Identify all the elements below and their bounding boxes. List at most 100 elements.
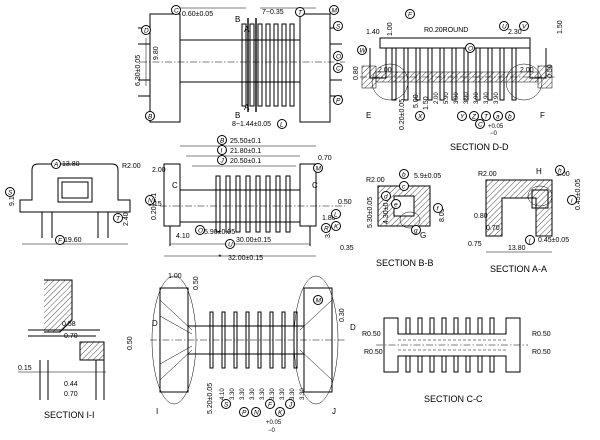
bb-bubble-g: g xyxy=(414,228,418,235)
dd-dim-tol-minus: −0 xyxy=(490,131,498,137)
main-dim-1.15: 1.15 xyxy=(148,201,162,208)
dd-bubble-b: b xyxy=(508,114,512,121)
aa-bubble-h: h xyxy=(558,168,562,175)
dd-dim-2.30: 2.30 xyxy=(508,29,522,36)
main-bubble-j: J xyxy=(220,158,225,165)
cc-dim-r0.50-3: R0.50 xyxy=(532,331,551,338)
bottom-cut-letter-d2: D xyxy=(350,323,356,332)
dd-dim-2.00-right: 2.00 xyxy=(520,67,534,74)
bottom-bubble-s: S xyxy=(224,402,229,409)
main-cut-letter-c2: C xyxy=(312,181,318,190)
main-dim-21.80: 21.80±0.1 xyxy=(230,148,261,155)
dd-bubble-z: Z xyxy=(471,114,477,121)
main-dim-20.50: 20.50±0.1 xyxy=(230,158,261,165)
bottom-dim-tol-minus: −0 xyxy=(268,428,276,434)
cc-top-teeth xyxy=(405,317,495,335)
dd-bubble-x: X xyxy=(417,114,423,121)
cc-bottom-teeth xyxy=(405,355,495,373)
bottom-bubble-j: J xyxy=(288,402,293,409)
svg-text:3.90: 3.90 xyxy=(454,92,460,104)
ii-dim-0.50: 0.50 xyxy=(127,336,134,350)
main-dim-25.50: 25.50±0.1 xyxy=(230,138,261,145)
front-bubble-f: F xyxy=(58,238,63,245)
bb-dim-r2: R2.00 xyxy=(366,177,385,184)
svg-text:3.30: 3.30 xyxy=(280,388,286,400)
top-bubble-l: L xyxy=(280,122,284,129)
top-dim-left-a: 9.80 xyxy=(153,46,160,60)
bottom-dim-0.30: 0.30 xyxy=(339,308,346,322)
top-dim-bottom: 8−1.44±0.05 xyxy=(232,121,271,128)
top-bubble-c1: C xyxy=(174,8,179,15)
aa-dim-r2: R2.00 xyxy=(478,171,497,178)
section-bb: R2.00 5.9±0.05 4.30±0.05 5.30±0.05 8.05 … xyxy=(366,169,446,268)
top-dim-top-left: 0.60±0.05 xyxy=(182,11,213,18)
top-bubble-s: S xyxy=(336,24,341,31)
front-dim-13.80: 13.80 xyxy=(62,161,80,168)
bottom-fins xyxy=(209,311,298,369)
dd-dim-0.50: 0.50 xyxy=(547,64,554,78)
dd-bubble-u: U xyxy=(502,24,507,31)
section-ii: 0.58 0.70 0.44 0.70 0.15 0.50 SECTION I-… xyxy=(18,279,134,420)
main-bubble-i: I xyxy=(221,148,223,155)
aa-dim-0.45-right: 0.45±0.05 xyxy=(575,179,582,210)
main-dim-5.90: 5.90±0.05 xyxy=(204,229,235,236)
bottom-dim-0.50: 0.50 xyxy=(193,276,200,290)
top-view: B A A B 0.60±0.05 7−0.35 9.80 6.30±0.05 … xyxy=(135,5,345,129)
bottom-bubble-k: K xyxy=(278,410,283,417)
main-dim-0.20: 0.20±0.1 xyxy=(151,193,158,220)
svg-text:3.90: 3.90 xyxy=(494,92,500,104)
top-cut-letter-a2: A xyxy=(244,103,250,112)
bottom-bubble-f: F xyxy=(268,402,273,409)
main-bubble-star: * xyxy=(218,253,222,262)
top-dim-top-right: 7−0.35 xyxy=(262,9,284,16)
top-bubble-t: T xyxy=(298,10,303,17)
dd-bubble-w: W xyxy=(360,48,367,55)
svg-text:3.30: 3.30 xyxy=(230,388,236,400)
section-ii-caption: SECTION I-I xyxy=(44,410,95,420)
aa-dim-13.80: 13.80 xyxy=(508,245,526,252)
bb-dim-4.30: 4.30±0.05 xyxy=(383,193,390,224)
top-cut-letter-b2: B xyxy=(235,111,240,120)
dd-dim-r0.20: R0.20ROUND xyxy=(424,27,468,34)
bb-dim-5.9: 5.9±0.05 xyxy=(414,173,441,180)
front-dim-9.10: 9.10 xyxy=(9,192,16,206)
top-cut-letter-a1: A xyxy=(244,25,250,34)
dd-dim-0.80: 0.80 xyxy=(353,66,360,80)
top-bubble-o: O xyxy=(336,54,341,61)
aa-dim-1.00: 1.00 xyxy=(556,171,570,178)
main-bubble-m: M xyxy=(316,166,322,173)
bottom-dim-1.00: 1.00 xyxy=(168,273,182,280)
dd-dim-1.00: 1.00 xyxy=(387,22,394,36)
dd-dim-tol-plus: +0.05 xyxy=(488,124,504,130)
main-dim-32.00: 32.00±0.15 xyxy=(228,255,263,262)
bottom-view: D D I J 1.00 0.50 0.30 5.20±0.05 +0.05 −… xyxy=(150,273,356,434)
main-fins xyxy=(215,175,291,233)
top-bubble-m: M xyxy=(332,8,338,15)
bb-bubble-f: f xyxy=(437,206,440,213)
dd-dim-2.00-left: 2.00 xyxy=(378,67,392,74)
top-bubble-p: P xyxy=(336,98,341,105)
bottom-cut-letter-d1: D xyxy=(152,319,158,328)
bb-bubble-d: d xyxy=(384,194,388,201)
bottom-cut-letter-i: I xyxy=(156,407,158,416)
bb-dim-5.30: 5.30±0.05 xyxy=(367,197,374,228)
main-dim-0.50: 0.50 xyxy=(338,199,352,206)
aa-bubble-i: i xyxy=(571,198,573,205)
dd-dim-0.20: 0.20±0.05 xyxy=(399,99,406,130)
main-dim-0.70: 0.70 xyxy=(318,155,332,162)
bb-dim-8.05: 8.05 xyxy=(439,208,446,222)
section-dd: 1.40 1.00 R0.20ROUND 2.30 1.50 0.80 2.00… xyxy=(353,9,564,152)
main-dim-30.00: 30.00±0.15 xyxy=(236,237,271,244)
aa-dim-0.70: 0.70 xyxy=(486,225,500,232)
cc-dim-r0.50-1: R0.50 xyxy=(362,331,381,338)
bottom-bubble-m: M xyxy=(316,298,322,305)
dd-bubble-f: F xyxy=(408,12,413,19)
main-dim-1.80: 1.80 xyxy=(322,215,336,222)
cc-dim-r0.50-4: R0.50 xyxy=(532,349,551,356)
aa-dim-0.45-bottom: 0.45±0.05 xyxy=(538,237,569,244)
ii-dim-0.15: 0.15 xyxy=(18,365,32,372)
dd-dim-1.50: 1.50 xyxy=(557,20,564,34)
dd-dim-1.40: 1.40 xyxy=(366,29,380,36)
section-cc: R0.50 R0.50 R0.50 R0.50 SECTION C-C xyxy=(362,317,551,404)
